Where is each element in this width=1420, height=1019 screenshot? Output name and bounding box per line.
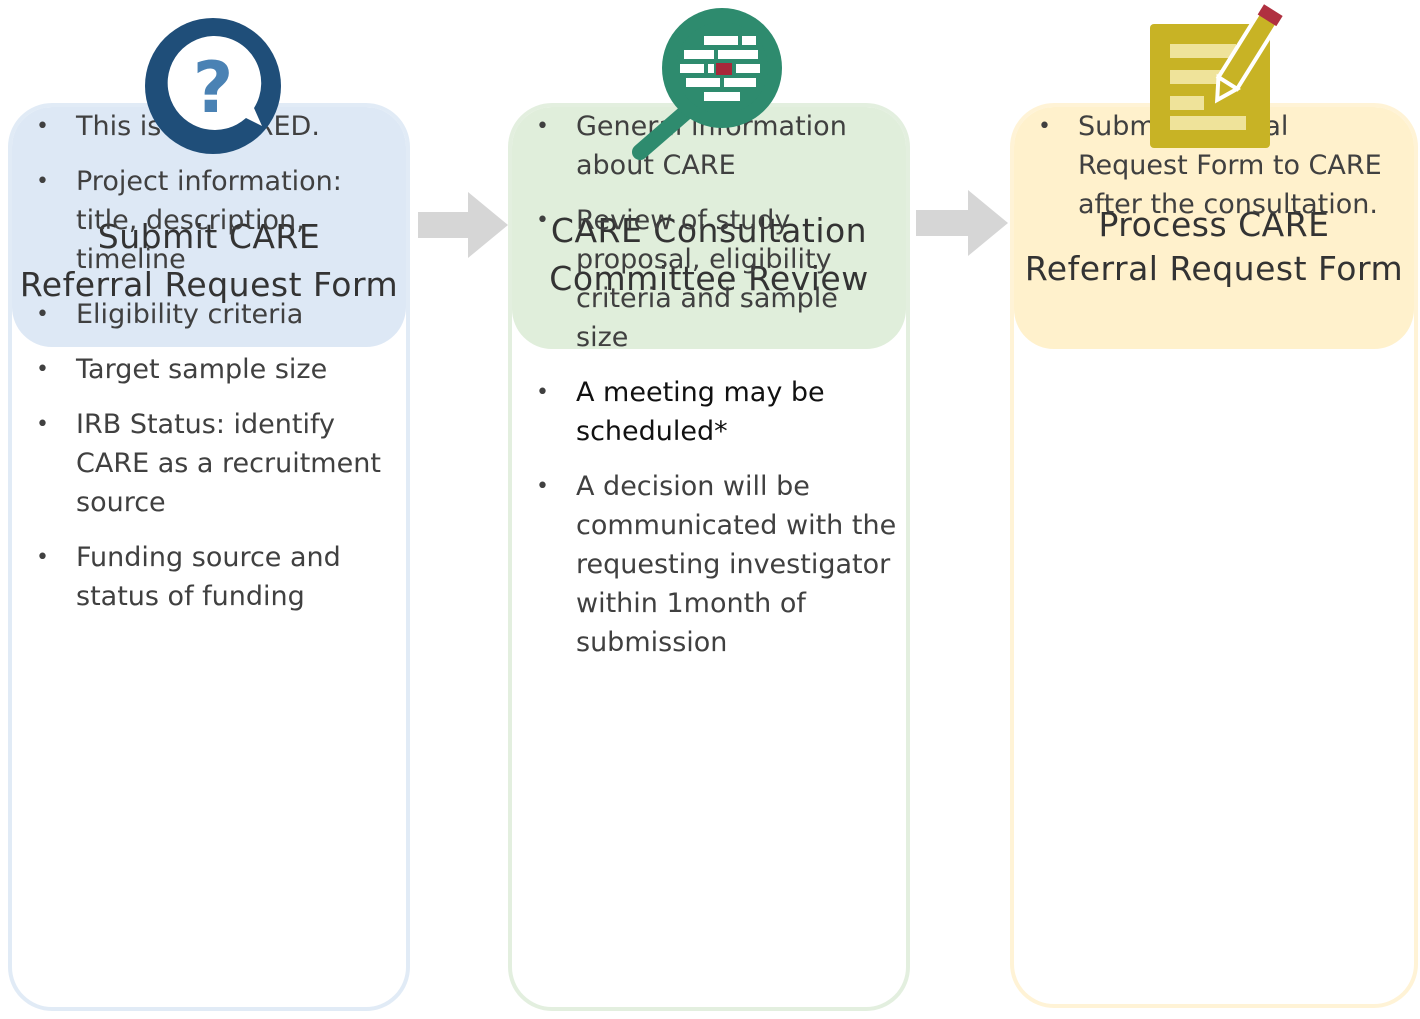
question-chat-icon: ? xyxy=(145,18,281,154)
step-title-line: Referral Request Form xyxy=(1024,249,1404,288)
arrow-right-icon xyxy=(916,190,1008,256)
step-card-review: CARE Consultation Committee Review Gener… xyxy=(508,103,910,1011)
bullet-item: A meeting may be scheduled* xyxy=(512,373,898,451)
bullet-item: A decision will be communicated with the… xyxy=(512,467,898,662)
bullet-item: Submit Referral Request Form to CARE aft… xyxy=(1014,107,1406,224)
bullet-item: Project information: title, description,… xyxy=(12,162,392,279)
step-bullet-list: This is REQUIRED. Project information: t… xyxy=(12,107,392,632)
step-card-process: Process CARE Referral Request Form Submi… xyxy=(1010,103,1418,1008)
bullet-item: Eligibility criteria xyxy=(12,295,392,334)
bullet-item: IRB Status: identify CARE as a recruitme… xyxy=(12,405,392,522)
bullet-item: Review of study proposal, eligibility cr… xyxy=(512,201,898,357)
bullet-item: Funding source and status of funding xyxy=(12,538,392,616)
form-pencil-icon xyxy=(1150,3,1285,148)
step-bullet-list: General information about CARE Review of… xyxy=(512,107,898,678)
arrow-right-icon xyxy=(418,192,508,258)
step-bullet-list: Submit Referral Request Form to CARE aft… xyxy=(1014,107,1406,240)
bullet-item: General information about CARE xyxy=(512,107,898,185)
bullet-item: Target sample size xyxy=(12,350,392,389)
magnifier-review-icon xyxy=(632,8,782,160)
svg-text:?: ? xyxy=(193,47,234,129)
step-card-submit: Submit CARE Referral Request Form This i… xyxy=(8,103,410,1011)
